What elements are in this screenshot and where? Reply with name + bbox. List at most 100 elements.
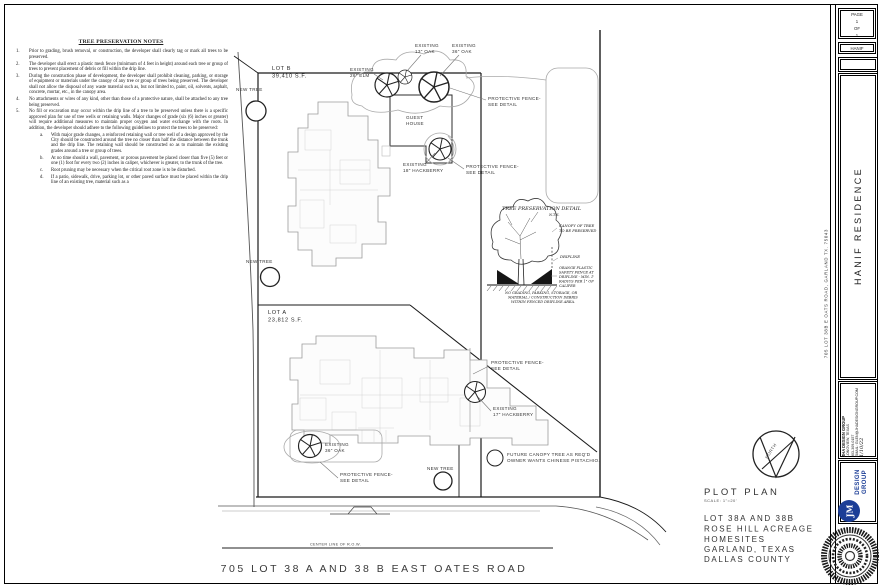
project-address-vertical: 705 LOT 38B E OATS ROAD, GARLAND TX. 750… xyxy=(823,228,829,359)
new-tree-label-3: NEW TREE xyxy=(427,466,454,471)
note-text: With major grade changes, a reinforced r… xyxy=(51,132,228,154)
sketch-ground-note-2: MATERIAL / CONSTRUCTION DEBRIS xyxy=(507,296,578,300)
plot-plan-title: PLOT PLAN xyxy=(704,487,780,498)
sketch-ground-note-3: WITHIN FENCED DRIPLINE AREA. xyxy=(511,300,575,304)
future-canopy-tree-circle xyxy=(486,449,504,467)
note-letter: a. xyxy=(40,132,44,138)
hackberry18-label-existing: EXISTING xyxy=(403,162,427,167)
logo-text-line-2: GROUP xyxy=(861,470,868,495)
oak13-label-size: 13" OAK xyxy=(415,49,435,54)
tree-symbol-36-oak-top xyxy=(418,71,450,103)
hackberry17-label-existing: EXISTING xyxy=(493,406,517,411)
new-tree-label-2: NEW TREE xyxy=(246,259,273,264)
tree-symbol-26-elm xyxy=(374,72,400,98)
titleblock-separator xyxy=(830,4,836,584)
note-item-3: 3. During the construction phase of devel… xyxy=(14,74,228,96)
note-letter: b. xyxy=(40,155,44,161)
project-title-vertical: HANIF RESIDENCE xyxy=(853,167,863,286)
note-item-4: 4. No attachments or wires of any kind, o… xyxy=(14,97,228,108)
project-title-box xyxy=(838,73,878,380)
new-tree-circle-3 xyxy=(433,471,453,491)
note-text: At no time should a wall, pavement, or p… xyxy=(51,155,228,167)
sketch-canopy-note-2: TO BE PRESERVED xyxy=(559,229,596,233)
sketch-ground-note-1: NO GRADING, PARKING, STORAGE, OR xyxy=(504,291,578,295)
plot-plan-scale: SCALE: 1"=20' xyxy=(704,498,737,503)
note-number: 4. xyxy=(16,97,20,103)
page-label: PAGE xyxy=(851,12,863,17)
note-number: 2. xyxy=(16,61,20,67)
notes-title: TREE PRESERVATION NOTES xyxy=(78,39,164,45)
note-item-2: 2. The developer shall erect a plastic me… xyxy=(14,62,228,73)
lot-a-house-footprint xyxy=(289,335,549,446)
tree-symbol-13-oak xyxy=(397,69,413,85)
note-item-1: 1.Prior to grading, brush removal, or co… xyxy=(14,49,228,60)
note-text: Root pruning may be necessary when the c… xyxy=(51,168,196,174)
plot-title-line-5: DALLAS COUNTY xyxy=(704,555,791,564)
note-number: 5. xyxy=(16,109,20,115)
tree-preservation-detail-sketch: TREE PRESERVATION DETAIL N.T.S. CANOPY O… xyxy=(486,198,596,304)
protective-fence-outlines xyxy=(283,50,599,464)
note-subitem-c: c. Root pruning may be necessary when the… xyxy=(14,168,228,173)
lot-b-name: LOT B xyxy=(272,66,291,72)
future-canopy-label-1: FUTURE CANOPY TREE AS REQ'D xyxy=(507,452,591,457)
plot-title-group: PLOT PLAN SCALE: 1"=20' LOT 38A AND 38B … xyxy=(704,487,812,564)
sketch-fence-note-2: SAFETY FENCE AT xyxy=(559,271,594,275)
firm-logo-text: DESIGN GROUP xyxy=(855,460,869,504)
note-letter: c. xyxy=(40,168,44,174)
logo-monogram: JM xyxy=(843,504,854,518)
street-address-title: 705 LOT 38 A AND 38 B EAST OATES ROAD xyxy=(221,563,528,575)
note-text: No fill or excavation may occur within t… xyxy=(29,109,228,131)
architect-seal-stamp xyxy=(821,527,879,585)
north-arrow: NORTH xyxy=(752,430,800,479)
plot-title-line-1: LOT 38A AND 38B xyxy=(704,514,795,523)
firm-logo-icon: JM xyxy=(838,500,860,522)
tree-symbols xyxy=(245,69,504,491)
lot-a-name: LOT A xyxy=(268,310,287,316)
tree-symbol-18-hackberry xyxy=(428,137,452,161)
note-number: 3. xyxy=(16,74,20,80)
note-text: During the construction phase of develop… xyxy=(29,74,228,96)
drawing-date-handwritten: 1/10/22 xyxy=(858,437,865,457)
lot-a-area: 23,812 S.F. xyxy=(268,318,303,324)
tree-symbol-36-oak-bottom xyxy=(297,433,323,459)
elm-label-size: 26" ELM xyxy=(350,73,370,78)
sketch-fence-note-3: DRIPLINE - MIN. 1' xyxy=(558,275,594,279)
sketch-canopy-note-1: CANOPY OF TREE xyxy=(559,224,595,228)
revision-box xyxy=(838,57,878,72)
guest-house-label-1: GUEST xyxy=(406,115,423,120)
sketch-fence-note-1: ORANGE PLASTIC xyxy=(559,266,593,270)
fence-label-lota-1: PROTECTIVE FENCE- xyxy=(491,360,544,365)
new-tree-label-1: NEW TREE xyxy=(236,87,263,92)
plot-title-line-3: HOMESITES xyxy=(704,535,766,544)
oak13-label-existing: EXISTING xyxy=(415,43,439,48)
fence-label-tr-1: PROTECTIVE FENCE- xyxy=(488,96,541,101)
leader-lines xyxy=(319,54,492,479)
sketch-dripline-label: DRIPLINE xyxy=(559,254,580,259)
tree-preservation-notes: TREE PRESERVATION NOTES 1.Prior to gradi… xyxy=(14,39,228,187)
fence-label-bottom-1: PROTECTIVE FENCE- xyxy=(340,472,393,477)
centerline-label: CENTER LINE OF R.O.W. xyxy=(310,543,361,547)
page-number: 1 xyxy=(855,19,859,24)
note-text: No attachments or wires of any kind, oth… xyxy=(29,97,228,108)
plan-labels: LOT B 39,410 S.F. LOT A 23,812 S.F. NEW … xyxy=(236,43,600,483)
oak36-bottom-label-existing: EXISTING xyxy=(325,442,349,447)
page-of-label: OF xyxy=(854,26,860,31)
oak36-top-label-existing: EXISTING xyxy=(452,43,476,48)
sketch-fence-note-4: RADIUS PER 1" OF xyxy=(558,280,594,284)
note-subitem-b: b. At no time should a wall, pavement, or… xyxy=(14,156,228,167)
logo-text-line-1: DESIGN xyxy=(855,469,861,495)
sketch-fence-note-5: CALIPER xyxy=(559,284,576,288)
row-centerline: CENTER LINE OF R.O.W. xyxy=(222,543,553,549)
note-subitem-a: a. With major grade changes, a reinforced… xyxy=(14,133,228,155)
note-subitem-d: d.If a patio, sidewalk, drive, parking l… xyxy=(14,175,228,186)
note-text: The developer shall erect a plastic mesh… xyxy=(29,61,228,73)
note-item-5: 5. No fill or excavation may occur within… xyxy=(14,109,228,131)
client-name-box: HANIF xyxy=(838,42,876,54)
fence-label-mid-2: SEE DETAIL xyxy=(466,170,495,175)
elm-label-existing: EXISTING xyxy=(350,67,374,72)
page-total: 1 xyxy=(855,33,859,38)
hackberry17-label-size: 17" HACKBERRY xyxy=(493,412,533,417)
new-tree-circle-1 xyxy=(245,100,267,122)
